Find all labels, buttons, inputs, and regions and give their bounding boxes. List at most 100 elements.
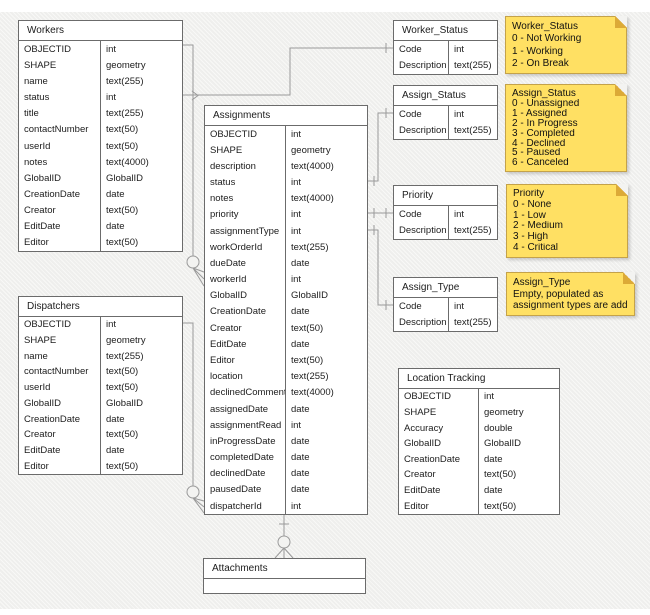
entity-title[interactable]: Dispatchers	[19, 297, 182, 317]
entity-attachments[interactable]: Attachments	[203, 558, 366, 594]
entity-title[interactable]: Location Tracking	[399, 369, 559, 389]
connector-assignments-assign-type[interactable]	[368, 225, 393, 310]
connector-assignments-attachments[interactable]	[274, 515, 294, 559]
connector-assignments-assign-status[interactable]	[368, 108, 393, 186]
field-type: date	[106, 444, 125, 456]
connector-workers-worker-status[interactable]	[183, 43, 393, 101]
connector-dispatchers-assignments[interactable]	[183, 322, 205, 514]
field-type: text(50)	[106, 460, 139, 472]
entity-title[interactable]: Priority	[394, 186, 497, 206]
field-name: OBJECTID	[19, 41, 101, 58]
note-fold-icon	[623, 272, 635, 284]
connector-assignments-priority[interactable]	[368, 208, 393, 218]
entity-title[interactable]: Worker_Status	[394, 21, 497, 41]
connector-workers-assignments[interactable]	[183, 44, 205, 287]
field-name: completedDate	[205, 449, 286, 466]
entity-title[interactable]: Attachments	[204, 559, 365, 579]
field-type: text(50)	[106, 205, 139, 217]
field-type: int	[454, 208, 465, 220]
entity-title[interactable]: Assign_Type	[394, 278, 497, 298]
entity-title[interactable]: Assign_Status	[394, 86, 497, 106]
entity-title[interactable]: Workers	[19, 21, 182, 41]
field-type: date	[106, 221, 125, 233]
entity-title[interactable]: Assignments	[205, 106, 367, 126]
